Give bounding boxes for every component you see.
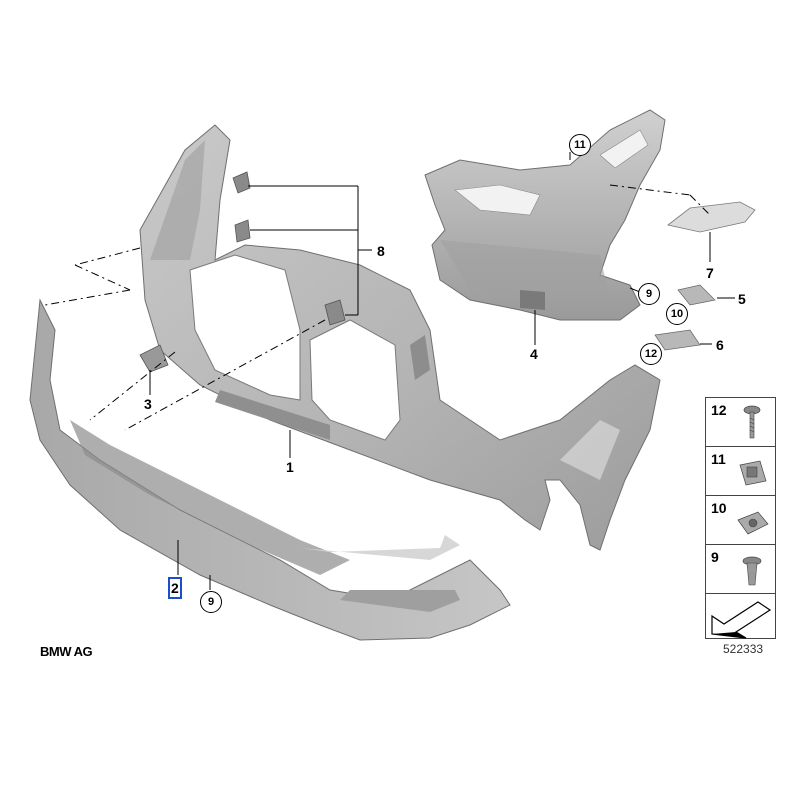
callout-2[interactable]: 2	[168, 577, 182, 599]
callout-11[interactable]: 11	[569, 134, 591, 156]
holder-5[interactable]	[677, 284, 716, 306]
legend-row-11[interactable]: 11	[706, 447, 775, 496]
callout-3[interactable]: 3	[144, 396, 152, 412]
holder-6[interactable]	[654, 329, 701, 351]
callout-5[interactable]: 5	[738, 291, 746, 307]
legend-row-12[interactable]: 12	[706, 398, 775, 447]
lower-bumper-trim[interactable]	[29, 298, 511, 641]
leader-lines	[149, 185, 735, 590]
legend-row-10[interactable]: 10	[706, 496, 775, 545]
callout-7[interactable]: 7	[706, 265, 714, 281]
expanding-rivet-icon	[742, 556, 762, 586]
small-bracket-3[interactable]	[139, 344, 169, 373]
screw-icon	[743, 405, 761, 439]
legend-number: 10	[711, 500, 727, 516]
spring-nut-icon	[739, 460, 767, 486]
legend-row-9[interactable]: 9	[706, 545, 775, 594]
clip-nut-icon	[737, 511, 769, 535]
callout-9-lower[interactable]: 9	[200, 591, 222, 613]
callout-1[interactable]: 1	[286, 459, 294, 475]
bumper-cover[interactable]	[139, 124, 661, 551]
callout-4[interactable]: 4	[530, 346, 538, 362]
legend-number: 9	[711, 549, 719, 565]
brand-label: BMW AG	[40, 644, 93, 659]
callout-6[interactable]: 6	[716, 337, 724, 353]
diagram-id: 522333	[723, 642, 764, 656]
clip-group-8[interactable]	[232, 171, 346, 326]
callout-9-bracket[interactable]: 9	[638, 283, 660, 305]
legend-number: 11	[711, 451, 726, 467]
legend-number: 12	[711, 402, 727, 418]
bracket-carrier[interactable]	[424, 109, 666, 321]
callout-10[interactable]: 10	[666, 303, 688, 325]
legend-view-direction	[706, 594, 775, 641]
fastener-legend: 12 11 10 9	[705, 397, 776, 639]
assembly-lines	[44, 145, 711, 431]
cover-cap-7[interactable]	[667, 201, 756, 233]
callout-12[interactable]: 12	[640, 343, 662, 365]
callout-8[interactable]: 8	[377, 243, 385, 259]
view-arrow-icon	[711, 601, 772, 639]
